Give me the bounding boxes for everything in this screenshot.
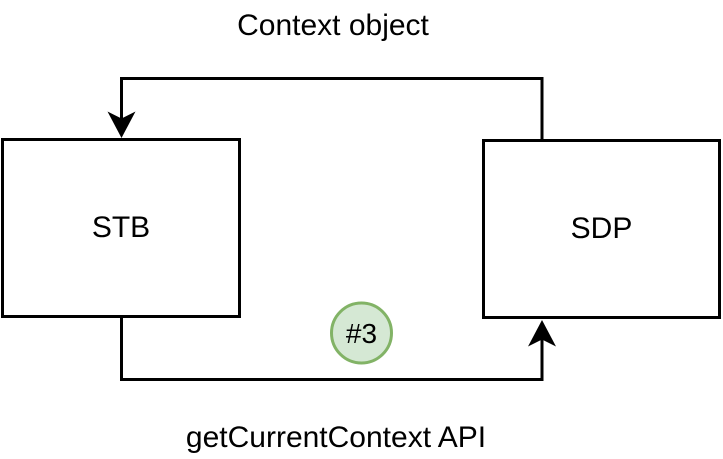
node-sdp-label: SDP xyxy=(570,212,633,245)
step-badge xyxy=(330,301,393,365)
arrowhead-down-icon xyxy=(107,111,136,138)
step-badge-label: #3 xyxy=(346,318,377,349)
getcurrentcontext-connector-line xyxy=(120,317,544,381)
arrowhead-up-icon xyxy=(528,320,556,347)
diagram-title: Context object xyxy=(237,9,429,42)
context-object-connector-line xyxy=(120,77,544,140)
bottom-caption: getCurrentContext API xyxy=(185,421,487,454)
node-stb: STB xyxy=(1,138,241,318)
node-sdp: SDP xyxy=(482,139,721,319)
node-stb-label: STB xyxy=(91,211,151,244)
